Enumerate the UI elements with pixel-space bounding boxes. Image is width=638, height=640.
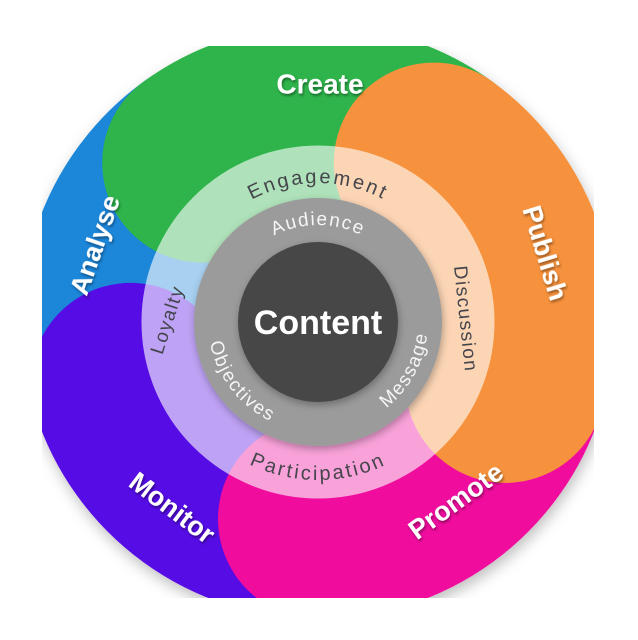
center-label: Content	[254, 304, 382, 342]
petal-label-create: Create	[276, 69, 363, 100]
center-disc	[238, 242, 398, 402]
middle-ring-overlay	[141, 145, 495, 499]
petal-group	[21, 25, 615, 619]
petal-publish	[333, 62, 615, 483]
